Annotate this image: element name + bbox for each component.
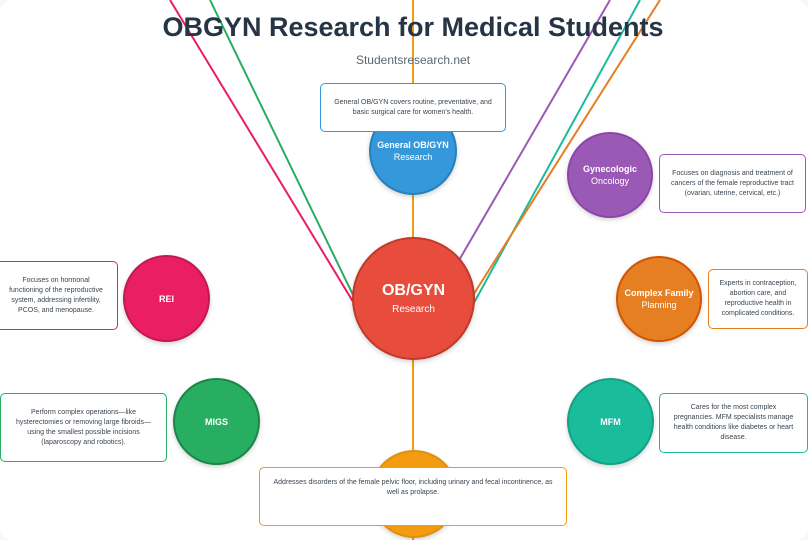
node-obgyn-research-center[interactable]: OB/GYN Research bbox=[352, 237, 475, 360]
node-complex-family-planning[interactable]: Complex Family Planning bbox=[616, 256, 702, 342]
desc-general-obgyn: General OB/GYN covers routine, preventat… bbox=[320, 83, 506, 132]
connector-gyn-onc bbox=[457, 0, 611, 263]
desc-gynecologic-oncology: Focuses on diagnosis and treatment of ca… bbox=[659, 154, 806, 213]
node-rei[interactable]: REI bbox=[123, 255, 210, 342]
desc-complex-family-planning: Experts in contraception, abortion care,… bbox=[708, 269, 808, 329]
connector-rei bbox=[169, 0, 356, 306]
node-mfm-label: MFM bbox=[600, 416, 621, 427]
node-mfm[interactable]: MFM bbox=[567, 378, 654, 465]
connector-mfm bbox=[457, 0, 641, 333]
node-gynecologic-oncology-sublabel: Oncology bbox=[590, 176, 630, 186]
page-subtitle: Studentsresearch.net bbox=[355, 53, 471, 67]
page-title: OBGYN Research for Medical Students bbox=[162, 12, 664, 42]
node-rei-label: REI bbox=[158, 293, 174, 304]
node-complex-family-planning-label: Complex Family bbox=[624, 288, 694, 298]
node-gynecologic-oncology-label: Gynecologic bbox=[582, 164, 637, 174]
node-migs-label: MIGS bbox=[204, 416, 228, 427]
desc-rei: Focuses on hormonal functioning of the r… bbox=[0, 261, 118, 330]
node-general-obgyn-label: General OB/GYN bbox=[377, 140, 449, 150]
node-migs[interactable]: MIGS bbox=[173, 378, 260, 465]
desc-mfm: Cares for the most complex pregnancies. … bbox=[659, 393, 808, 453]
node-complex-family-planning-sublabel: Planning bbox=[641, 300, 677, 310]
desc-migs: Perform complex operations—like hysterec… bbox=[0, 393, 167, 462]
center-label: OB/GYN bbox=[381, 281, 446, 299]
center-sublabel: Research bbox=[392, 303, 435, 315]
desc-pelvic-floor: Addresses disorders of the female pelvic… bbox=[259, 467, 567, 526]
node-gynecologic-oncology[interactable]: Gynecologic Oncology bbox=[567, 132, 653, 218]
connector-cfp bbox=[469, 0, 661, 301]
connector-migs bbox=[209, 0, 371, 331]
node-general-obgyn-sublabel: Research bbox=[393, 152, 433, 162]
